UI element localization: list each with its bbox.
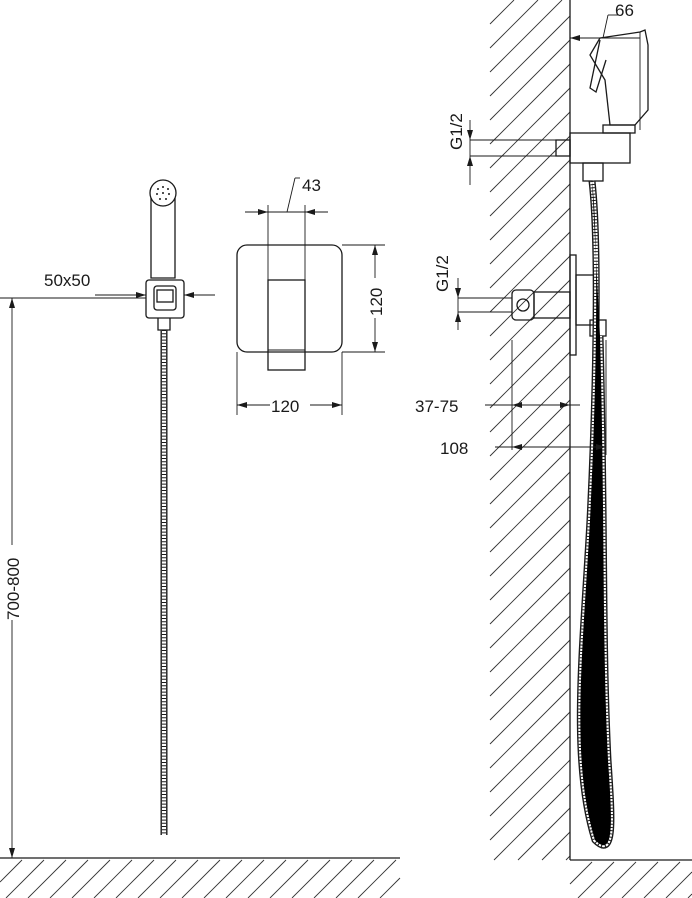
plate-height-label: 120 [367, 288, 386, 316]
wall-hatch-line [489, 0, 515, 25]
wall-hatch-line [489, 0, 539, 49]
cover-plate [236, 244, 343, 371]
wall-hatch-line [489, 423, 571, 505]
hose-right [580, 181, 611, 846]
floor-hatch-line [181, 859, 221, 898]
wall-hatch-line [489, 15, 571, 97]
wall-hatch-line [489, 375, 571, 457]
wall-hatch-line [489, 231, 571, 313]
floor-hatch-line [643, 861, 681, 898]
wall-hatch-line [489, 207, 571, 289]
wall-hatch-line [489, 39, 571, 121]
wall-hatch-line [565, 855, 571, 861]
wall-hatch-line [489, 519, 571, 601]
wall-hatch-line [489, 111, 571, 193]
wall-hatch-line [489, 543, 571, 625]
floor-hatch-line [27, 859, 67, 898]
floor-hatch-line [621, 861, 659, 898]
floor-hatch-line [0, 859, 23, 883]
wall-hatch-line [489, 327, 571, 409]
wall-hatch-line [489, 135, 571, 217]
floor-hatch-line [5, 859, 45, 898]
floor-hatch-line [379, 877, 401, 898]
wall-hatch-line [489, 63, 571, 145]
wall-hatch-line [489, 639, 571, 721]
floor-hatch-line [115, 859, 155, 898]
floor-hatch-line [137, 859, 177, 898]
wall-hatch-line [493, 783, 571, 861]
mount-depth-label: 37-75 [415, 397, 458, 416]
floor-hatch-line [247, 859, 287, 898]
wall-hatch-line [489, 567, 571, 649]
wall-hatch-line [489, 687, 571, 769]
thread-upper-label: G1/2 [447, 113, 466, 150]
floor-hatch-line [203, 859, 243, 898]
floor-hatch-line [687, 893, 692, 898]
mount-height-label: 700-800 [4, 558, 23, 620]
plate-width-label: 120 [271, 397, 299, 416]
wall-hatch-line [489, 255, 571, 337]
wall-hatch-line [489, 495, 571, 577]
floor-hatch-line [357, 859, 397, 898]
wall-hatch-line [517, 807, 571, 861]
wall-hatch-line [541, 831, 571, 861]
spray-width-label: 66 [615, 1, 634, 20]
wall-hatch-line [489, 87, 571, 169]
total-depth-label: 108 [440, 439, 468, 458]
wall-hatch-line [489, 735, 571, 817]
wall-hatch-line [489, 663, 571, 745]
floor-hatch-line [159, 859, 199, 898]
wall-hatch-line [489, 303, 571, 385]
spray-head-side [555, 29, 649, 182]
floor-hatch-line [335, 859, 375, 898]
floor-hatch-line [577, 861, 615, 898]
floor-hatch-line [93, 859, 133, 898]
wall-hatch-line [489, 183, 571, 265]
wall-hatch-line [489, 399, 571, 481]
wall-hatch-line [489, 351, 571, 433]
floor-hatch-line [569, 861, 593, 885]
wall-hatch-line [489, 159, 571, 241]
wall-hatch-line [489, 591, 571, 673]
floor-hatch-line [49, 859, 89, 898]
floor-hatch-line [291, 859, 331, 898]
floor-hatch-line [269, 859, 309, 898]
wall-hatch-line [489, 447, 571, 529]
wall-hatch-line [489, 615, 571, 697]
floor-hatch-line [599, 861, 637, 898]
valve-side [511, 254, 607, 356]
thread-lower-label: G1/2 [433, 255, 452, 292]
wall-hatch-line [489, 471, 571, 553]
handle-width-label: 43 [302, 176, 321, 195]
hand-shower-front [145, 179, 185, 331]
wall-hatch-line [489, 711, 571, 793]
floor-hatch-line [665, 871, 692, 898]
floor-hatch-line [225, 859, 265, 898]
floor-hatch-line [313, 859, 353, 898]
holder-size-label: 50x50 [44, 271, 90, 290]
wall-hatch-line [489, 0, 563, 73]
wall-hatch-line [489, 759, 571, 841]
floor-hatch-line [71, 859, 111, 898]
